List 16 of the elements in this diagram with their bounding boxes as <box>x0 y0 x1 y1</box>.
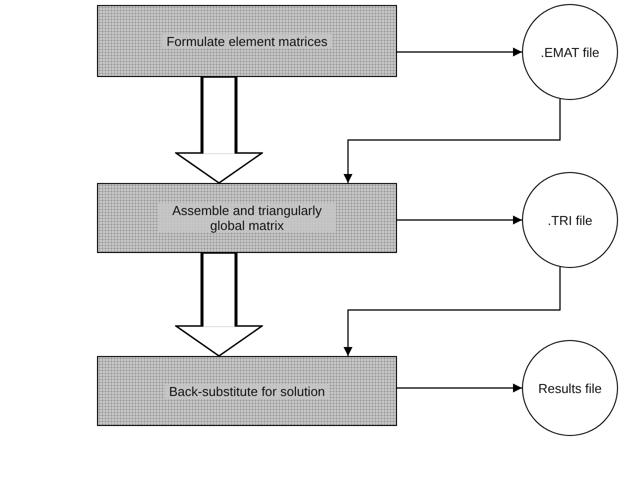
arrow <box>397 48 522 56</box>
node-label: .TRI file <box>546 212 594 228</box>
arrow <box>344 98 561 183</box>
process-box <box>97 5 397 77</box>
block-arrow <box>175 77 263 184</box>
node-label: .EMAT file <box>540 44 600 60</box>
node-label: Back-substitute for solution <box>164 384 330 398</box>
block-arrow <box>175 253 263 357</box>
node-label: Formulate element matrices <box>162 34 332 48</box>
node-label: Assemble and triangularly global matrix <box>158 203 336 233</box>
arrow <box>344 266 561 356</box>
arrow <box>397 216 522 224</box>
node-label: Results file <box>537 380 603 396</box>
arrow <box>397 384 522 392</box>
process-box <box>97 356 397 426</box>
process-box <box>97 183 397 253</box>
